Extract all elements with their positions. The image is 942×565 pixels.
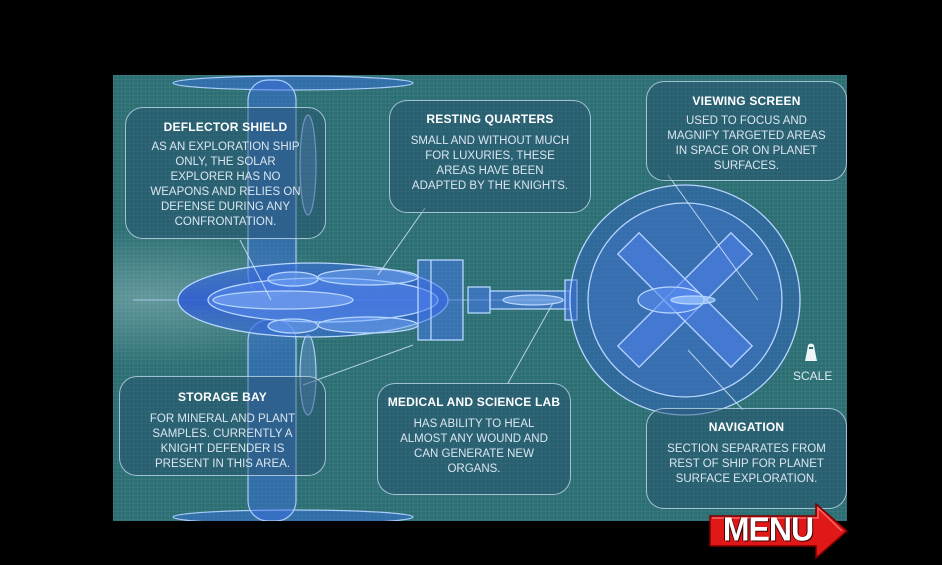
knight-figure-icon [805,343,817,361]
callout-medical-lab: MEDICAL AND SCIENCE LAB HAS ABILITY TO H… [377,383,571,495]
callout-line: ADAPTED BY THE KNIGHTS. [411,180,569,192]
callout-line: ORGANS. [447,463,501,475]
callout-line: SURFACES. [713,160,780,172]
callout-line: FOR LUXURIES, THESE [425,150,555,162]
menu-label: MENU [722,510,814,548]
callout-line: SURFACE EXPLORATION. [675,473,818,485]
callout-title: DEFLECTOR SHIELD [163,120,288,134]
callout-line: REST OF SHIP FOR PLANET [669,458,824,470]
callout-line: DEFENSE DURING ANY [160,201,291,213]
callout-line: SECTION SEPARATES FROM [667,443,826,455]
callout-line: ONLY, THE SOLAR [175,156,276,168]
blueprint-panel: DEFLECTOR SHIELD AS AN EXPLORATION SHIP … [113,75,847,521]
callout-navigation: NAVIGATION SECTION SEPARATES FROM REST O… [646,408,847,509]
callout-line: IN SPACE OR ON PLANET [675,145,818,157]
callout-line: EXPLORER HAS NO [170,171,281,183]
callout-title: RESTING QUARTERS [426,112,554,126]
callout-line: CAN GENERATE NEW [414,448,534,460]
callout-storage-bay: STORAGE BAY FOR MINERAL AND PLANT SAMPLE… [119,376,326,476]
callout-title: VIEWING SCREEN [692,94,801,108]
callout-line: AREAS HAVE BEEN [436,165,544,177]
callout-line: KNIGHT DEFENDER IS [160,443,285,455]
callout-line: FOR MINERAL AND PLANT [149,413,296,425]
ship-schematic [133,75,801,521]
callout-line: PRESENT IN THIS AREA. [154,458,291,470]
leader-lines [239,174,759,411]
callout-title: STORAGE BAY [178,390,267,404]
callout-line: MAGNIFY TARGETED AREAS [667,130,826,142]
callout-viewing-screen: VIEWING SCREEN USED TO FOCUS AND MAGNIFY… [646,81,847,181]
callout-line: AS AN EXPLORATION SHIP [151,141,300,153]
callout-line: USED TO FOCUS AND [686,115,807,127]
callout-line: SAMPLES. CURRENTLY A [152,428,293,440]
red-arrow-icon [709,503,848,559]
callout-deflector-shield: DEFLECTOR SHIELD AS AN EXPLORATION SHIP … [125,107,326,239]
callout-title: NAVIGATION [708,420,785,434]
navigation-disc [569,184,801,416]
menu-button[interactable]: MENU [708,503,848,559]
callout-title: MEDICAL AND SCIENCE LAB [387,395,561,409]
callout-line: WEAPONS AND RELIES ON [150,186,301,198]
callout-resting-quarters: RESTING QUARTERS SMALL AND WITHOUT MUCH … [389,100,591,213]
scale-label: SCALE [793,369,833,383]
callout-line: CONFRONTATION. [174,216,277,228]
main-hull [133,259,578,341]
callout-line: SMALL AND WITHOUT MUCH [410,135,570,147]
callout-line: HAS ABILITY TO HEAL [413,418,535,430]
callout-line: ALMOST ANY WOUND AND [400,433,548,445]
